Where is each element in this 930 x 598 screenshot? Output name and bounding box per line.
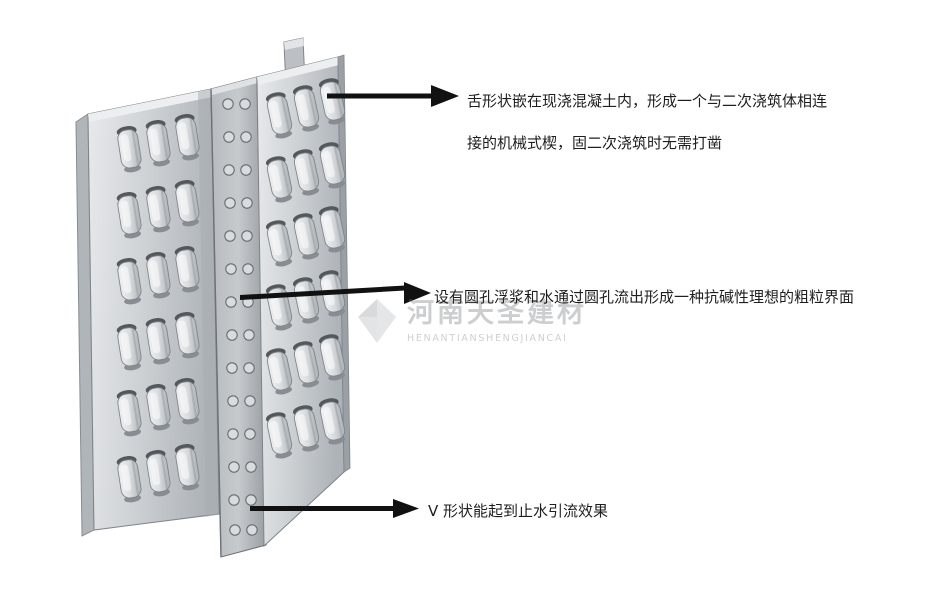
annotation-arrow-bottom — [250, 499, 419, 518]
drain-hole — [228, 494, 240, 506]
drain-hole — [243, 329, 255, 341]
drain-holes — [222, 98, 258, 536]
drain-hole — [224, 197, 236, 209]
annotation-arrow-top — [327, 85, 459, 107]
drain-hole — [223, 131, 235, 143]
drain-hole — [245, 494, 257, 506]
drain-hole — [228, 461, 240, 473]
drain-hole — [244, 428, 256, 440]
drain-hole — [227, 395, 239, 407]
drain-hole — [242, 263, 254, 275]
annotation-middle-text: 设有圆孔浮浆和水通过圆孔流出形成一种抗碱性理想的粗粒界面 — [434, 288, 855, 306]
annotation-top-line2: 接的机械式楔，固二次浇筑时无需打凿 — [467, 134, 723, 152]
drain-hole — [226, 329, 238, 341]
drain-hole — [240, 164, 252, 176]
drain-hole — [241, 197, 253, 209]
drain-hole — [240, 131, 252, 143]
drain-hole — [227, 428, 239, 440]
drain-hole — [222, 98, 234, 110]
drain-hole — [223, 164, 235, 176]
drain-hole — [244, 395, 256, 407]
drain-hole — [241, 230, 253, 242]
drain-hole — [245, 461, 257, 473]
drain-hole — [226, 362, 238, 374]
drain-hole — [229, 524, 241, 536]
drain-hole — [243, 362, 255, 374]
annotation-top-line1: 舌形状嵌在现浇混凝土内，形成一个与二次浇筑体相连 — [467, 92, 828, 110]
drain-hole — [239, 98, 251, 110]
annotation-arrow-middle — [240, 282, 431, 304]
drain-hole — [246, 524, 258, 536]
annotation-bottom-text: V 形状能起到止水引流效果 — [428, 502, 609, 520]
drain-hole — [225, 263, 237, 275]
annotation-top-text: 舌形状嵌在现浇混凝土内，形成一个与二次浇筑体相连 接的机械式楔，固二次浇筑时无需… — [467, 80, 827, 164]
drain-hole — [225, 296, 237, 308]
drain-hole — [224, 230, 236, 242]
